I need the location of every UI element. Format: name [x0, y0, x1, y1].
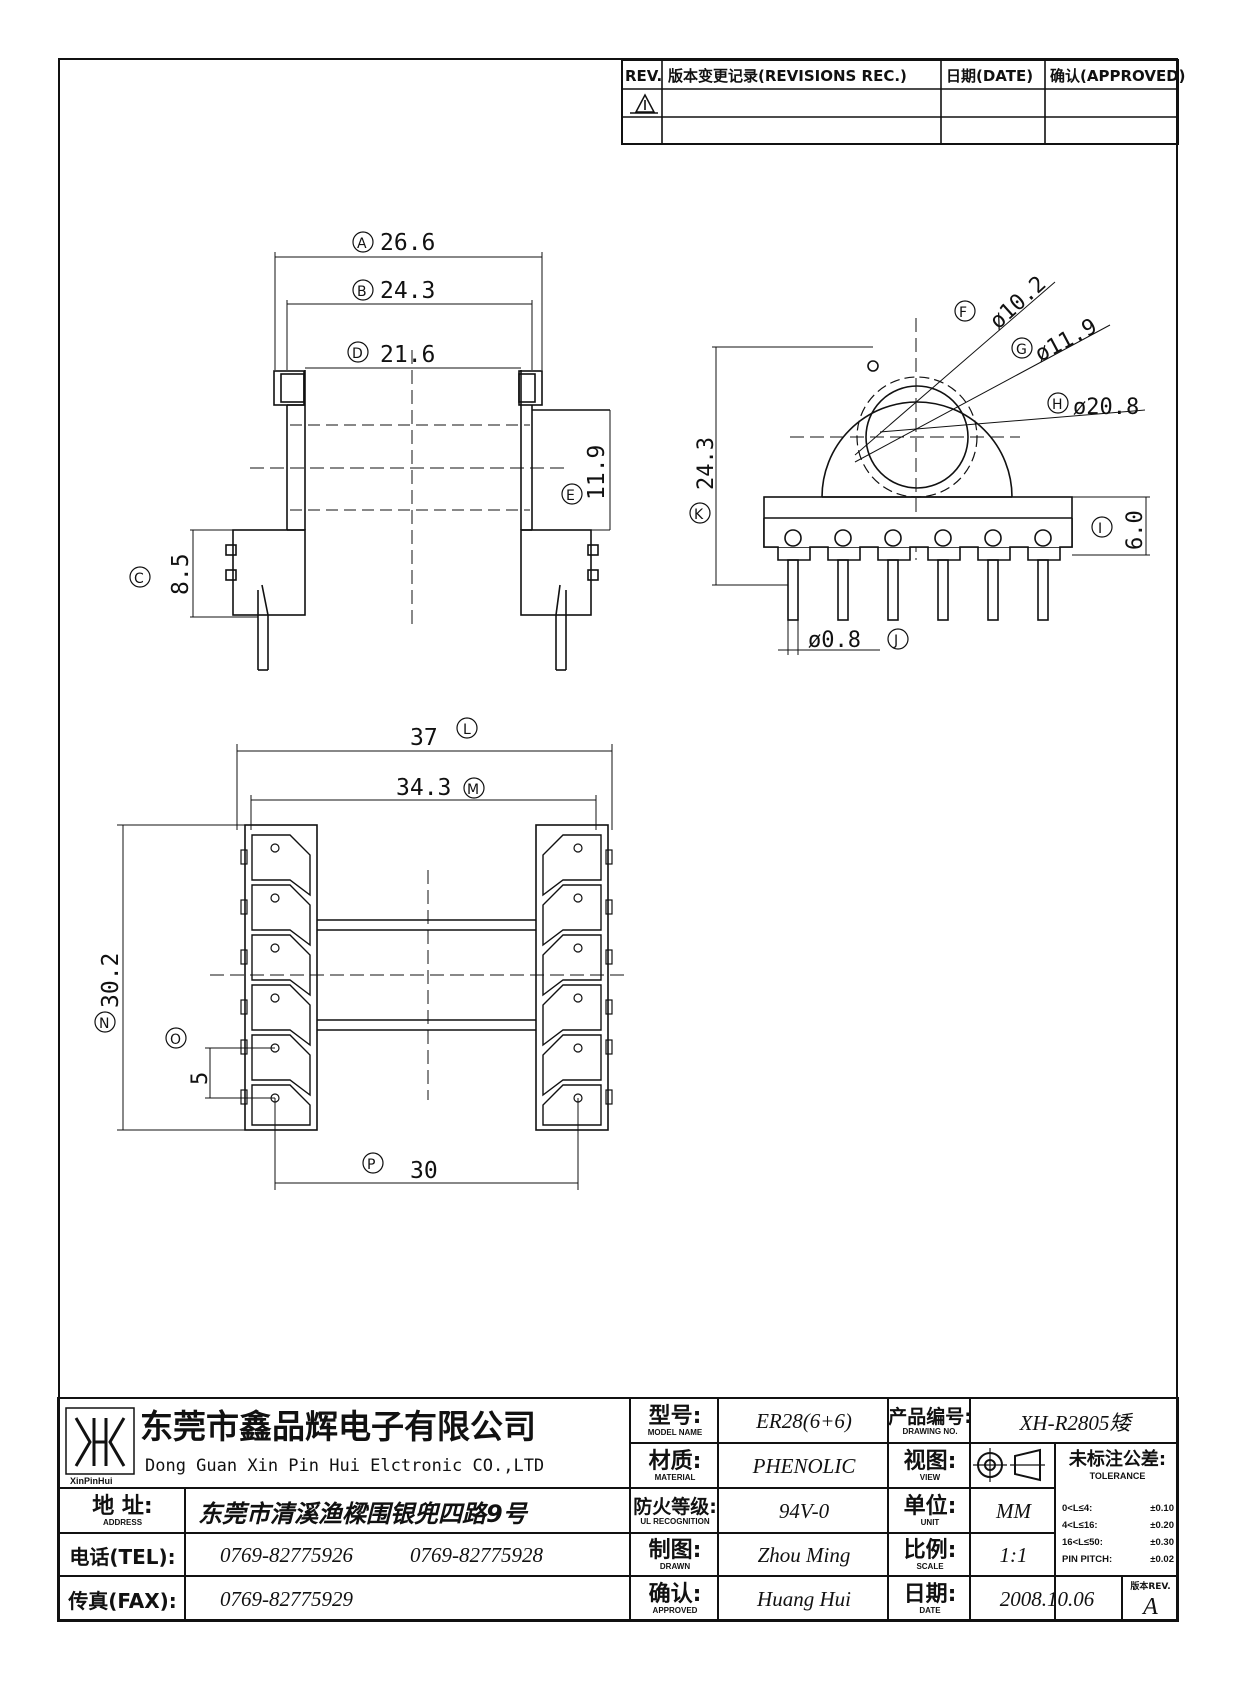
- tolerance-title: 未标注公差:: [1068, 1449, 1167, 1470]
- dim-h-value: ø20.8: [1073, 395, 1139, 420]
- svg-text:A: A: [357, 236, 367, 252]
- drawing-no-value: XH-R2805矮: [1019, 1410, 1131, 1435]
- rev-label: 版本REV.: [1130, 1581, 1171, 1592]
- address-value: 东莞市清溪渔樑围银兜四路9号: [198, 1500, 527, 1528]
- scale-value: 1:1: [999, 1543, 1028, 1567]
- dim-f-value: ø10.2: [985, 272, 1051, 335]
- model-label: 型号:MODEL NAME: [647, 1404, 703, 1437]
- dim-p-value: 30: [410, 1158, 438, 1184]
- tolerance-row: 16<L≤50:±0.30: [1062, 1537, 1174, 1548]
- drawn-label: 制图:DRAWN: [648, 1538, 702, 1571]
- approved-label: 确认:APPROVED: [648, 1581, 702, 1615]
- svg-text:G: G: [1016, 342, 1027, 358]
- end-view: [712, 281, 1150, 655]
- dim-l-value: 37: [410, 725, 438, 751]
- tolerance-table: 0<L≤4:±0.10 4<L≤16:±0.20 16<L≤50:±0.30 P…: [1062, 1500, 1174, 1568]
- bottom-view-dimensions: 37 L 34.3 M N 30.2 O 5 P 30: [94, 717, 485, 1184]
- dim-c-value: 8.5: [168, 553, 194, 595]
- date-label: 日期:DATE: [903, 1581, 957, 1615]
- end-view-dimensions: F ø10.2 G ø11.9 H ø20.8 K 24.3 I 6.0 ø0.…: [689, 272, 1148, 653]
- dim-n-value: 30.2: [98, 953, 124, 1008]
- revision-table: [621, 59, 1179, 145]
- address-label: 地 址:ADDRESS: [92, 1494, 153, 1527]
- tel-value-1: 0769-82775926: [220, 1543, 353, 1567]
- dim-d-value: 21.6: [380, 342, 435, 368]
- fire-rating-value: 94V-0: [778, 1499, 830, 1523]
- svg-text:L: L: [463, 722, 471, 738]
- model-value: ER28(6+6): [756, 1409, 852, 1433]
- svg-text:C: C: [134, 571, 144, 587]
- revisions-col-header: 版本变更记录(REVISIONS REC.): [668, 67, 907, 85]
- view-label: 视图:VIEW: [903, 1449, 957, 1482]
- svg-text:K: K: [694, 507, 704, 523]
- tolerance-en: TOLERANCE: [1089, 1471, 1146, 1481]
- approved-col-header: 确认(APPROVED): [1050, 67, 1186, 85]
- drawn-value: Zhou Ming: [757, 1543, 851, 1567]
- svg-text:H: H: [1052, 397, 1063, 413]
- fax-value: 0769-82775929: [220, 1586, 353, 1611]
- company-name-en: Dong Guan Xin Pin Hui Elctronic CO.,LTD: [145, 1456, 545, 1476]
- date-value: 2008.10.06: [999, 1586, 1095, 1611]
- svg-text:F: F: [959, 305, 967, 321]
- rev-col-header: REV.: [625, 67, 662, 85]
- dim-j-value: ø0.8: [808, 628, 861, 653]
- svg-text:D: D: [352, 346, 363, 362]
- tolerance-row: PIN PITCH:±0.02: [1062, 1554, 1174, 1565]
- fax-label: 传真(FAX):: [68, 1588, 177, 1613]
- company-logo: XinPinHui: [65, 1407, 135, 1486]
- dim-k-value: 24.3: [694, 437, 719, 490]
- fire-rating-label: 防火等级:UL RECOGNITION: [633, 1495, 717, 1526]
- projection-symbol-icon: [973, 1448, 1045, 1482]
- company-name-cn: 东莞市鑫品辉电子有限公司: [140, 1407, 536, 1446]
- unit-value: MM: [996, 1499, 1031, 1523]
- side-view: [190, 252, 611, 671]
- title-block-grid: [57, 1397, 1179, 1622]
- dim-b-value: 24.3: [380, 278, 435, 304]
- date-col-header: 日期(DATE): [946, 67, 1033, 85]
- dim-e-value: 11.9: [584, 445, 610, 500]
- tolerance-row: 4<L≤16:±0.20: [1062, 1520, 1174, 1531]
- tel-value-2: 0769-82775928: [410, 1543, 543, 1567]
- svg-text:I: I: [1098, 521, 1102, 537]
- side-view-dimensions: A 26.6 B 24.3 D 21.6 E 11.9 C 8.5: [129, 230, 610, 595]
- bottom-view: [117, 744, 630, 1190]
- tolerance-row: 0<L≤4:±0.10: [1062, 1503, 1174, 1514]
- svg-text:O: O: [170, 1032, 181, 1048]
- rev-value: A: [1143, 1593, 1158, 1620]
- material-value: PHENOLIC: [752, 1454, 856, 1478]
- unit-label: 单位:UNIT: [903, 1494, 957, 1527]
- tel-label: 电话(TEL):: [69, 1545, 176, 1569]
- svg-text:M: M: [467, 782, 479, 798]
- dim-i-value: 6.0: [1123, 510, 1148, 550]
- scale-label: 比例:SCALE: [903, 1538, 957, 1571]
- dim-a-value: 26.6: [380, 230, 435, 256]
- svg-text:E: E: [566, 488, 575, 504]
- approved-value: Huang Hui: [757, 1586, 851, 1611]
- svg-text:J: J: [893, 633, 898, 649]
- svg-text:B: B: [357, 284, 367, 300]
- svg-text:N: N: [99, 1016, 109, 1032]
- material-label: 材质:MATERIAL: [648, 1449, 702, 1482]
- svg-text:XinPinHui: XinPinHui: [70, 1476, 113, 1486]
- drawing-no-label: 产品编号:DRAWING NO.: [888, 1405, 972, 1436]
- dim-m-value: 34.3: [396, 775, 451, 801]
- dim-g-value: ø11.9: [1031, 314, 1101, 367]
- svg-text:P: P: [367, 1157, 375, 1173]
- revision-triangle-icon: [630, 93, 658, 114]
- dim-o-value: 5: [188, 1072, 213, 1085]
